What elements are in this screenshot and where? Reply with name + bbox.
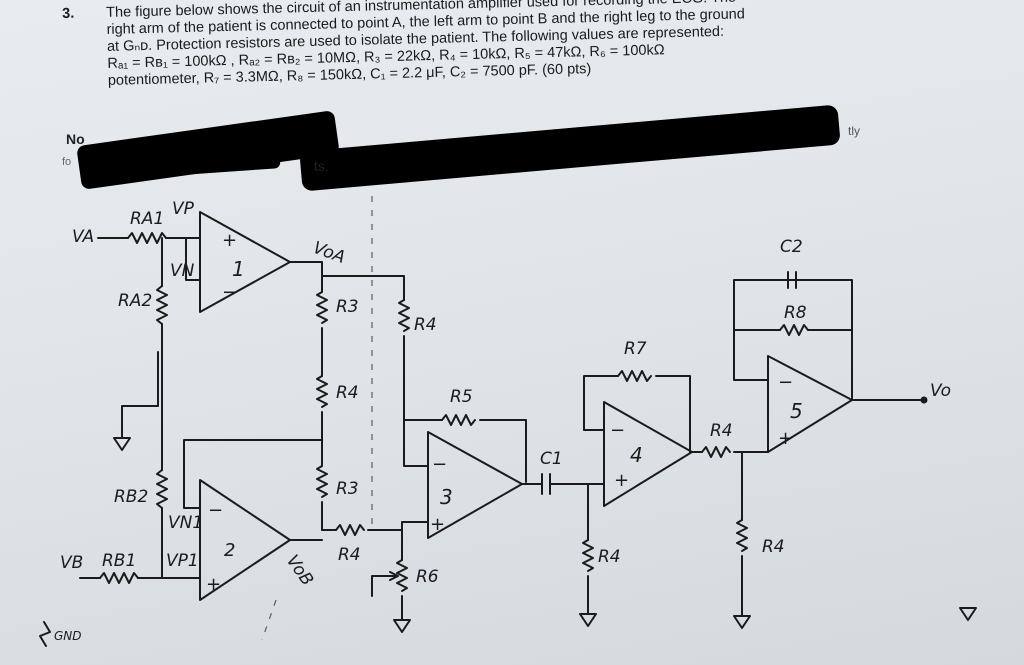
- label-ra1: RA1: [130, 209, 164, 229]
- label-vp: VP: [172, 199, 195, 219]
- opamp-4: [603, 401, 693, 507]
- opamp2-plus: +: [206, 574, 221, 595]
- resistor-r3-top: [316, 291, 328, 324]
- label-ra2: RA2: [118, 291, 152, 311]
- label-c1: C1: [540, 449, 563, 469]
- label-vob: VoB: [282, 551, 317, 589]
- label-va: VA: [72, 227, 94, 247]
- label-r4-top: R4: [414, 315, 437, 335]
- label-rb2: RB2: [114, 487, 148, 507]
- opamp-2: [199, 479, 291, 601]
- opamp1-plus: +: [222, 230, 237, 251]
- opamp4-plus: +: [614, 470, 629, 491]
- gnd-arrow-icon: [39, 621, 51, 647]
- label-r4-bottom: R4: [338, 545, 361, 565]
- ground-symbol-r4: [733, 615, 751, 629]
- resistor-r4-top: [398, 299, 410, 332]
- partial-text-left-2: fo: [62, 156, 72, 168]
- ground-symbol-left: [113, 437, 131, 451]
- label-r6: R6: [416, 567, 439, 587]
- label-r4-series: R4: [710, 421, 733, 441]
- resistor-r3-bottom: [316, 465, 328, 498]
- label-vn: VN: [170, 261, 195, 281]
- label-r4-ground: R4: [762, 537, 785, 557]
- label-gnd: GND: [54, 629, 82, 643]
- opamp-1: [199, 211, 291, 313]
- label-opamp-3: 3: [440, 485, 453, 509]
- ground-symbol-r6: [393, 619, 411, 633]
- label-r5: R5: [450, 387, 473, 407]
- label-c2: C2: [780, 237, 803, 257]
- partial-text-right: tly: [848, 124, 860, 138]
- label-r3-top: R3: [336, 297, 359, 317]
- label-r4-c1: R4: [598, 547, 621, 567]
- opamp1-minus: −: [222, 282, 237, 303]
- resistor-ra1: [127, 232, 167, 244]
- resistor-r8: [779, 324, 809, 336]
- opamp5-plus: +: [778, 428, 793, 449]
- label-vn1: VN1: [168, 513, 203, 533]
- resistor-r4-series: [701, 446, 731, 458]
- opamp4-minus: −: [610, 420, 625, 441]
- resistor-ra2: [156, 285, 168, 325]
- resistor-rb1: [99, 572, 139, 584]
- label-vb: VB: [60, 553, 83, 573]
- resistor-r4-bottom: [335, 524, 365, 536]
- resistor-r4-ground: [736, 519, 748, 552]
- label-rb1: RB1: [102, 551, 136, 571]
- label-r7: R7: [624, 339, 647, 359]
- resistor-r5: [441, 414, 476, 426]
- label-voa: VoA: [310, 238, 348, 268]
- label-opamp-5: 5: [790, 399, 803, 423]
- opamp5-minus: −: [778, 372, 793, 393]
- potentiometer-r6: [396, 559, 408, 592]
- partial-text-mid: ts.: [314, 158, 329, 174]
- opamp2-minus: −: [208, 500, 223, 521]
- ground-symbol-c1: [579, 613, 597, 627]
- label-opamp-4: 4: [630, 443, 643, 467]
- resistor-rb2: [156, 469, 168, 509]
- opamp-5: [767, 355, 853, 453]
- resistor-r4-mid: [316, 375, 328, 408]
- label-r4-mid: R4: [336, 383, 359, 403]
- label-r8: R8: [784, 303, 807, 323]
- opamp3-plus: +: [430, 514, 445, 535]
- label-vp1: VP1: [166, 551, 199, 571]
- ground-symbol-right: [959, 607, 977, 621]
- resistor-r4-c1: [582, 539, 594, 572]
- label-opamp-2: 2: [224, 540, 235, 561]
- label-r3-bottom: R3: [336, 479, 359, 499]
- opamp3-minus: −: [432, 454, 447, 475]
- capacitor-c2: [787, 271, 797, 289]
- resistor-r7: [617, 370, 652, 382]
- label-opamp-1: 1: [232, 257, 245, 281]
- vo-terminal: [920, 396, 928, 404]
- capacitor-c1: [541, 473, 551, 495]
- partial-text-left: No: [66, 131, 85, 147]
- opamp-3: [427, 431, 523, 539]
- label-vo: Vo: [930, 381, 951, 401]
